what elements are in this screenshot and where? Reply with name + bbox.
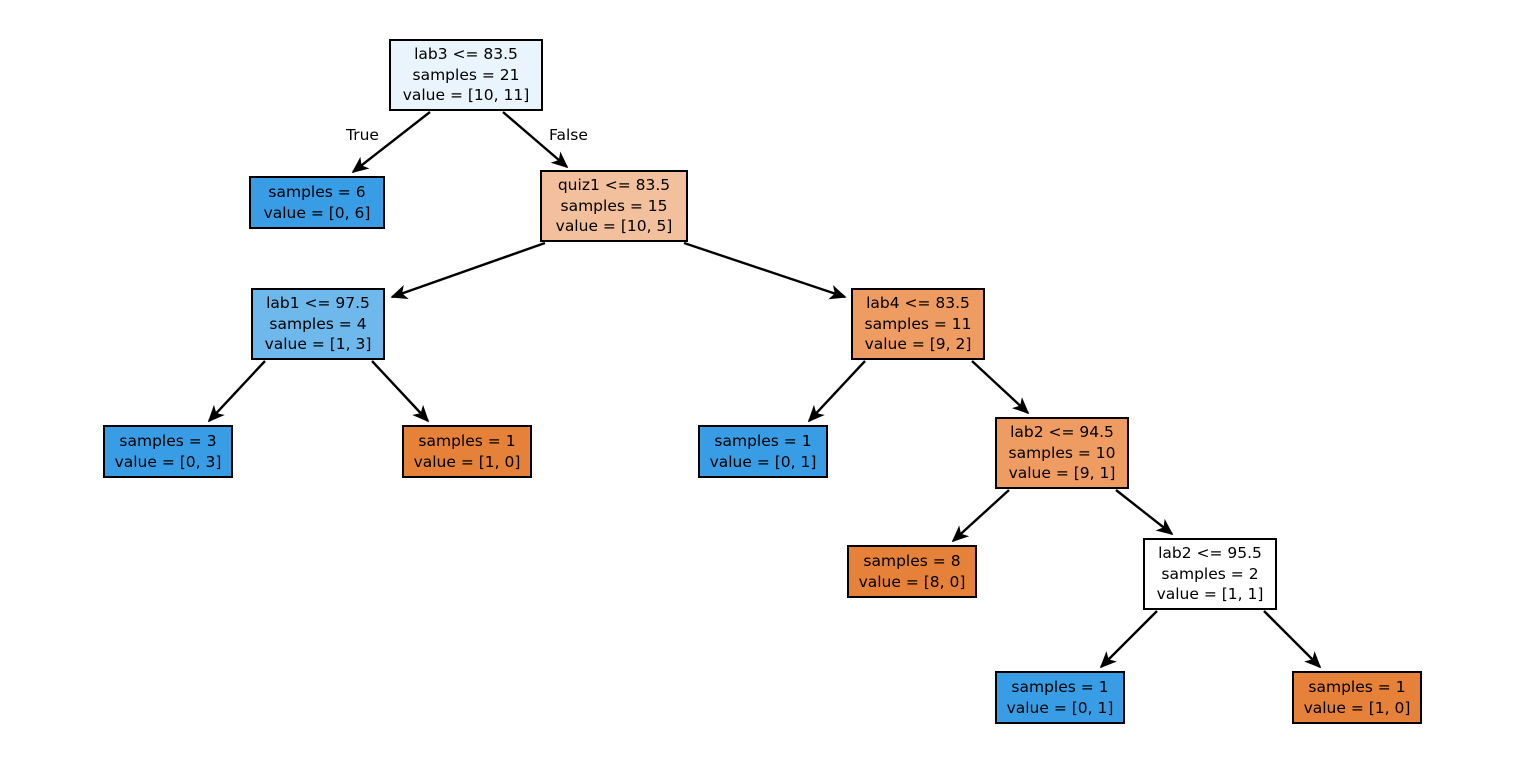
tree-edge (390, 241, 546, 299)
tree-edge (1263, 610, 1322, 669)
node-leaf-samples1-c: samples = 1 value = [0, 1] (995, 671, 1125, 724)
tree-edge (951, 489, 1010, 543)
node-text-line: lab3 <= 83.5 (414, 45, 518, 64)
tree-edge (1099, 610, 1158, 669)
node-text-line: value = [10, 5] (555, 217, 673, 236)
node-text-line: samples = 1 (418, 431, 516, 450)
node-text-line: value = [9, 1] (1008, 464, 1116, 483)
node-text-line: samples = 1 (1011, 677, 1109, 696)
node-text-line: samples = 8 (863, 551, 961, 570)
node-text-line: samples = 6 (268, 182, 366, 201)
node-text-line: value = [0, 1] (709, 452, 817, 471)
node-text-line: value = [8, 0] (858, 572, 966, 591)
node-text-line: samples = 21 (412, 65, 520, 84)
node-text-line: samples = 10 (1008, 443, 1116, 462)
node-text-line: value = [0, 3] (114, 452, 222, 471)
node-text-line: lab1 <= 97.5 (266, 294, 370, 313)
node-text-line: value = [1, 0] (413, 452, 521, 471)
node-text-line: value = [0, 1] (1006, 698, 1114, 717)
node-text-line: samples = 15 (560, 196, 668, 215)
node-text-line: value = [10, 11] (402, 86, 530, 105)
node-leaf-samples1-a: samples = 1 value = [1, 0] (402, 425, 532, 478)
node-leaf-samples1-d: samples = 1 value = [1, 0] (1292, 671, 1422, 724)
node-text-line: lab4 <= 83.5 (866, 294, 970, 313)
node-text-line: quiz1 <= 83.5 (557, 176, 671, 195)
tree-edge (683, 241, 847, 300)
tree-edge (371, 360, 430, 423)
node-text-line: samples = 3 (119, 431, 217, 450)
node-leaf-samples6: samples = 6 value = [0, 6] (249, 176, 385, 229)
node-text-line: lab2 <= 95.5 (1158, 544, 1262, 563)
node-text-line: samples = 4 (269, 314, 367, 333)
tree-edge (1115, 489, 1174, 536)
false-label: False (549, 126, 588, 144)
node-text-line: lab2 <= 94.5 (1010, 423, 1114, 442)
true-label: True (346, 126, 379, 144)
node-leaf-samples1-b: samples = 1 value = [0, 1] (698, 425, 828, 478)
node-text-line: value = [1, 3] (264, 335, 372, 354)
tree-edge (207, 360, 266, 423)
tree-edge (971, 360, 1030, 415)
node-text-line: samples = 1 (1308, 677, 1406, 696)
node-text-line: value = [0, 6] (263, 203, 371, 222)
node-text-line: value = [1, 1] (1156, 585, 1264, 604)
node-leaf-samples8: samples = 8 value = [8, 0] (847, 545, 977, 598)
node-text-line: samples = 11 (864, 314, 972, 333)
node-leaf-samples3: samples = 3 value = [0, 3] (103, 425, 233, 478)
node-text-line: value = [9, 2] (864, 335, 972, 354)
node-text-line: value = [1, 0] (1303, 698, 1411, 717)
tree-edge (807, 360, 866, 423)
node-text-line: samples = 1 (714, 431, 812, 450)
node-text-line: samples = 2 (1161, 564, 1259, 583)
